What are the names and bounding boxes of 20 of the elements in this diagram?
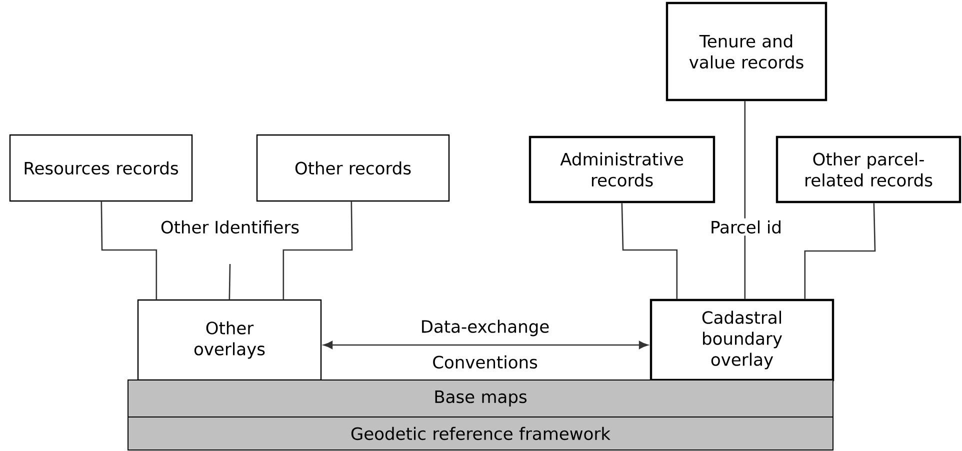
overlay-box: Other overlays [137, 299, 322, 381]
connector [621, 203, 678, 299]
record-box: Administrative records [528, 136, 716, 204]
edge-label: Parcel id [708, 218, 784, 236]
record-box: Other records [256, 134, 450, 202]
record-box: Resources records [9, 134, 193, 202]
label: Other Identifiers [158, 218, 302, 236]
label: Conventions [430, 353, 540, 371]
layer-band: Base maps [128, 380, 834, 418]
overlay-box: Cadastral boundary overlay [650, 298, 834, 382]
record-box: Tenure and value records [666, 2, 828, 102]
connector [323, 341, 648, 349]
record-box: Other parcel-related records [776, 136, 962, 204]
connector [744, 101, 746, 299]
connector [100, 202, 158, 300]
layer-band: Geodetic reference framework [128, 416, 834, 450]
connector [804, 203, 876, 299]
connector [228, 264, 231, 300]
edge-label: Data-exchange [418, 318, 552, 338]
connector [282, 202, 353, 300]
